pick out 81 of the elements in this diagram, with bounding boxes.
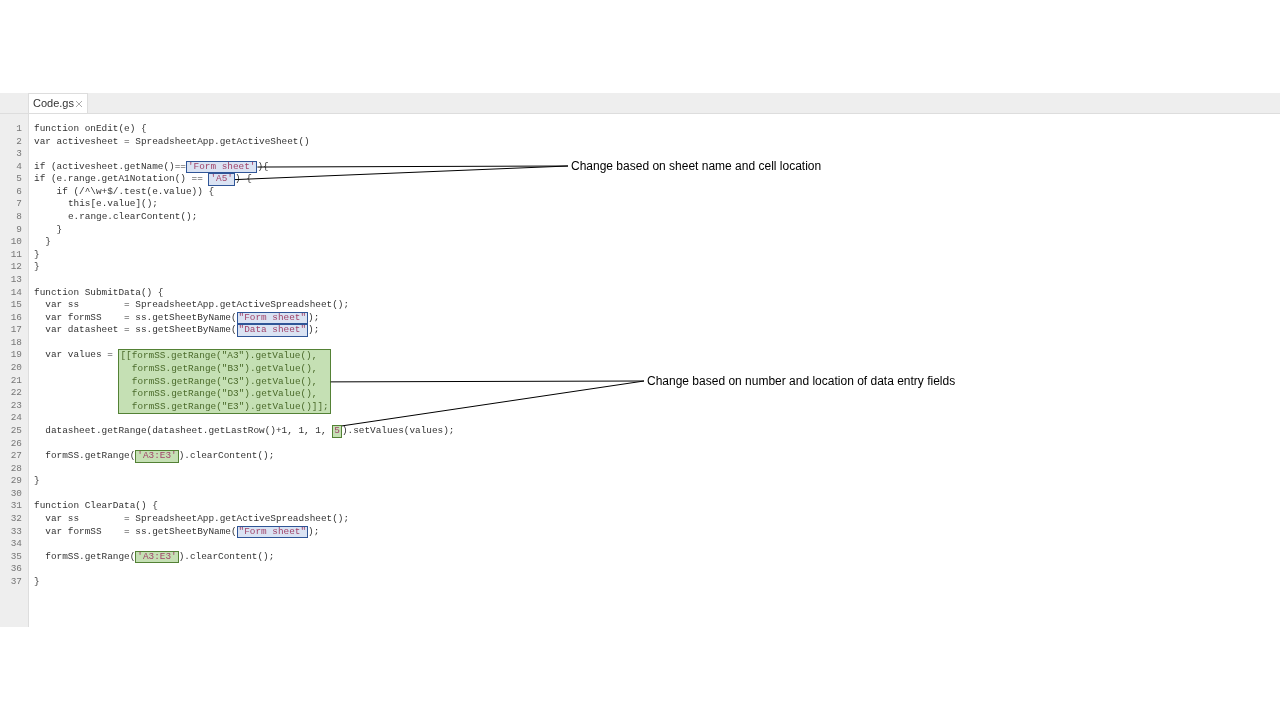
line-number: 13 [9, 273, 22, 287]
line-number: 5 [15, 173, 22, 186]
highlighted-code: 'A3:E3' [135, 450, 179, 463]
code-text: if (activesheet.getName()== [34, 160, 186, 172]
line-number: 29 [9, 475, 22, 488]
line-number: 35 [9, 550, 22, 564]
code-text: if (/^\w+$/.test(e.value)) { [56, 185, 215, 197]
code-text: } [45, 236, 51, 248]
code-text: function SubmitData() { [34, 286, 164, 298]
line-number: 3 [15, 148, 22, 161]
line-number: 9 [15, 223, 22, 237]
code-text: } [56, 223, 63, 235]
line-number: 33 [9, 525, 22, 539]
line-number: 7 [15, 198, 22, 212]
code-text: e.range.clearContent(); [67, 211, 198, 223]
code-text: } [34, 261, 40, 273]
highlighted-code: 'A3:E3' [135, 550, 179, 564]
code-text: function onEdit(e) { [34, 123, 147, 134]
line-number: 4 [15, 160, 22, 174]
line-number: 27 [9, 450, 22, 463]
line-number: 15 [9, 299, 22, 312]
line-number: 22 [9, 387, 22, 400]
tab-title: Code.gs [33, 97, 74, 109]
line-number: 17 [9, 324, 22, 337]
line-number: 8 [15, 211, 22, 224]
code-text: var formSS = ss.getSheetByName( [45, 311, 237, 323]
line-number: 14 [9, 286, 22, 300]
code-text: if (e.range.getA1Notation() == [34, 173, 203, 185]
annotation-text: Change based on number and location of data entry fields [647, 374, 956, 388]
line-number: 36 [9, 563, 22, 576]
line-number: 28 [9, 462, 22, 476]
code-text: var activesheet = SpreadsheetApp.getActiveSheet() [34, 135, 310, 147]
highlighted-code: "Form sheet" [236, 311, 309, 325]
line-number: 19 [9, 349, 22, 363]
highlighted-code: [[formSS.getRange("A3").getValue(), formSS.getRange("B3").getValue(), formSS.getRange("C3").getValue(), formSS.getRange("D3").getValue(), formSS.getRange("E3").getValue()]]; [118, 349, 331, 415]
code-text: var values = [45, 349, 113, 361]
line-number: 6 [15, 185, 22, 199]
line-number: 24 [9, 412, 22, 425]
code-text: } [34, 575, 40, 587]
annotation-text: Change based on sheet name and cell location [571, 159, 822, 173]
code-text: var formSS = ss.getSheetByName( [45, 525, 237, 537]
code-text: ).clearContent(); [178, 450, 275, 462]
leader-line [330, 380, 645, 383]
line-number: 31 [9, 500, 22, 513]
line-number: 30 [9, 487, 22, 501]
line-number: 16 [9, 311, 22, 325]
code-text: } [34, 475, 40, 487]
line-number: 20 [9, 362, 22, 375]
line-number: 32 [9, 512, 22, 526]
line-number: 37 [9, 575, 22, 589]
line-number: 10 [9, 236, 22, 249]
highlighted-code: 'Form sheet' [185, 160, 258, 174]
line-number: 18 [9, 336, 22, 350]
code-text: var ss = SpreadsheetApp.getActiveSpreadsheet(); [45, 512, 350, 524]
line-number: 34 [9, 538, 22, 551]
line-number: 12 [9, 261, 22, 274]
line-number: 26 [9, 437, 22, 451]
code-text: var ss = SpreadsheetApp.getActiveSpreadsheet(); [45, 299, 350, 311]
line-number: 21 [9, 374, 22, 388]
line-number: 1 [15, 123, 22, 136]
line-number: 2 [15, 135, 22, 149]
highlighted-code: "Form sheet" [236, 525, 309, 539]
line-number: 23 [9, 399, 22, 413]
leader-line [234, 165, 569, 181]
code-text: this[e.value](); [67, 198, 158, 210]
code-text: } [34, 248, 40, 260]
highlighted-code: 5 [332, 424, 342, 438]
code-text: ); [308, 311, 320, 323]
line-number: 25 [9, 424, 22, 438]
line-number: 11 [9, 248, 22, 262]
code-text: var datasheet = ss.getSheetByName( [45, 324, 237, 336]
highlighted-code: 'A5' [208, 173, 235, 186]
code-text: function ClearData() { [34, 500, 158, 512]
code-text: datasheet.getRange(datasheet.getLastRow()+1, 1, 1, [45, 424, 327, 436]
code-text: ); [308, 324, 320, 336]
code-text: ) { [234, 173, 252, 185]
highlighted-code: "Data sheet" [236, 324, 309, 337]
code-text: ).clearContent(); [178, 550, 275, 562]
code-text: ); [308, 525, 320, 537]
code-text: ).setValues(values); [341, 424, 455, 436]
leader-line [341, 380, 645, 427]
